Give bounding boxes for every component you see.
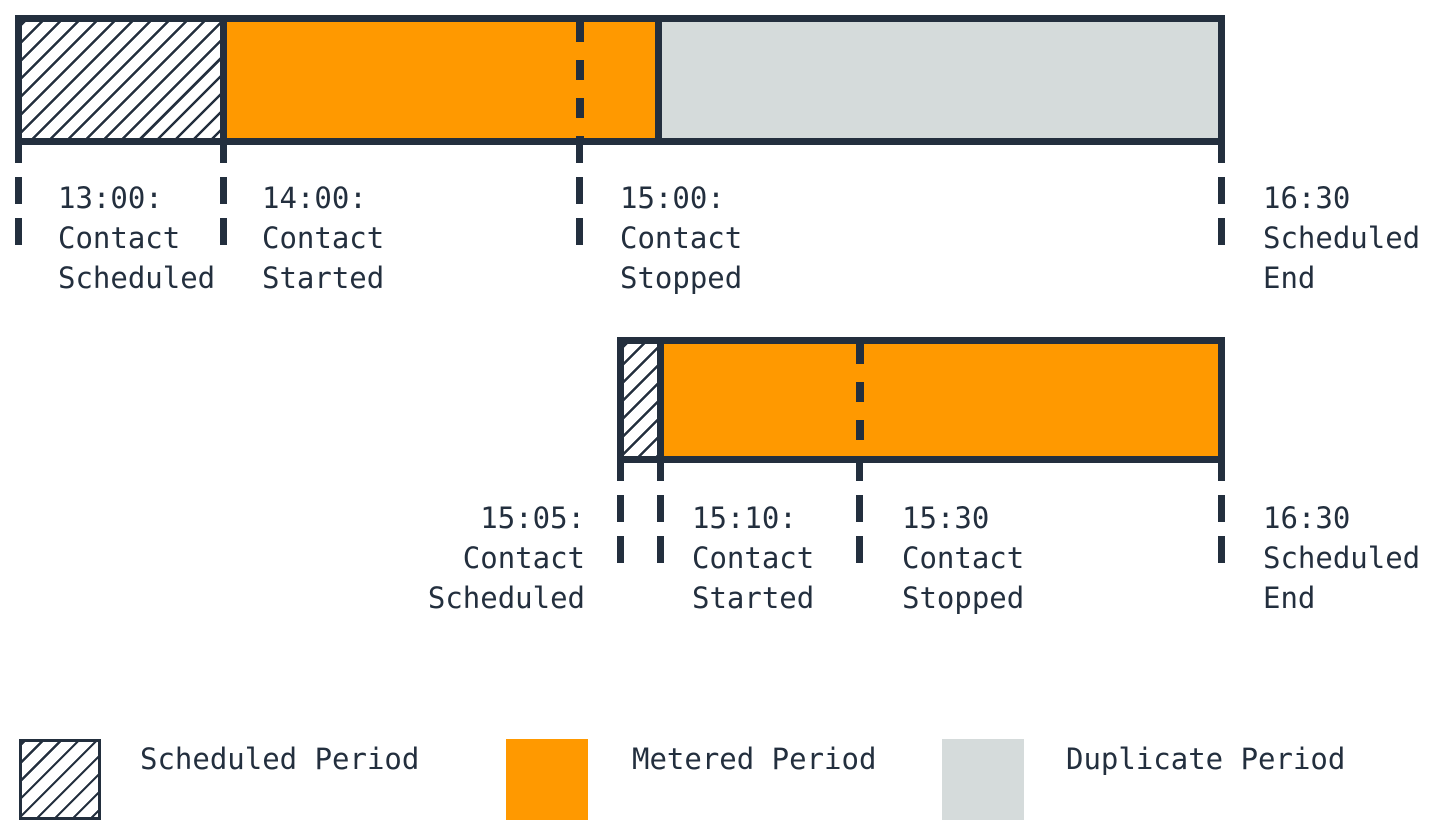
contact2-start-divider xyxy=(657,344,664,456)
label-line2: Contact xyxy=(902,541,1025,575)
label-line3: Stopped xyxy=(620,261,743,295)
contact1-duplicate-period-segment xyxy=(662,22,1218,138)
label-line3: Scheduled xyxy=(58,261,216,295)
label-time: 16:30 xyxy=(1263,181,1351,215)
label-line3: End xyxy=(1263,581,1316,615)
label-line2: Scheduled xyxy=(1263,221,1421,255)
contact2-scheduled-period-segment xyxy=(624,344,657,456)
contact1-tick-stopped xyxy=(576,145,583,245)
contact1-tick-scheduled xyxy=(15,145,22,245)
label-line2: Contact xyxy=(462,541,585,575)
legend-label-metered-period: Metered Period xyxy=(632,742,877,776)
label-line3: Stopped xyxy=(902,581,1025,615)
contact1-tick-scheduled-end xyxy=(1218,145,1225,245)
contact2-tick-scheduled xyxy=(617,463,624,563)
contact1-start-divider xyxy=(220,22,227,138)
contact2-stop-dashed-marker xyxy=(856,344,864,456)
label-line2: Contact xyxy=(262,221,385,255)
contact2-timeline-bar xyxy=(617,337,1225,463)
contact1-stop-dashed-marker xyxy=(576,22,584,138)
contact2-label-started: 15:10: Contact Started xyxy=(692,498,814,618)
label-line3: Started xyxy=(262,261,385,295)
label-time: 16:30 xyxy=(1263,501,1351,535)
legend-swatch-scheduled-period xyxy=(19,739,101,820)
legend-label-scheduled-period: Scheduled Period xyxy=(140,742,420,776)
contact2-metered-period-segment xyxy=(664,344,1218,456)
contact1-tick-started xyxy=(220,145,227,245)
contact2-label-stopped: 15:30 Contact Stopped xyxy=(902,498,1024,618)
contact1-duplicate-divider xyxy=(655,22,662,138)
label-line2: Contact xyxy=(58,221,181,255)
label-line2: Scheduled xyxy=(1263,541,1421,575)
label-line3: Started xyxy=(692,581,815,615)
label-time: 15:30 xyxy=(902,501,990,535)
contact1-timeline-bar xyxy=(15,15,1225,145)
contact1-metered-period-segment xyxy=(227,22,655,138)
contact2-label-scheduled: 15:05: Contact Scheduled xyxy=(355,498,585,618)
contact2-label-scheduled-end: 16:30 Scheduled End xyxy=(1263,498,1420,618)
contact2-tick-started xyxy=(657,463,664,563)
contact1-label-stopped: 15:00: Contact Stopped xyxy=(620,178,742,298)
contact2-tick-scheduled-end xyxy=(1218,463,1225,563)
contact1-scheduled-period-segment xyxy=(22,22,220,138)
label-time: 14:00: xyxy=(262,181,367,215)
legend-swatch-metered-period xyxy=(506,739,588,820)
legend-swatch-duplicate-period xyxy=(942,739,1024,820)
label-time: 15:05: xyxy=(480,501,585,535)
contact1-label-started: 14:00: Contact Started xyxy=(262,178,384,298)
label-time: 15:10: xyxy=(692,501,797,535)
label-line3: Scheduled xyxy=(427,581,585,615)
label-line2: Contact xyxy=(620,221,743,255)
legend-label-duplicate-period: Duplicate Period xyxy=(1066,742,1346,776)
contact1-label-scheduled: 13:00: Contact Scheduled xyxy=(58,178,215,298)
label-time: 15:00: xyxy=(620,181,725,215)
contact2-tick-stopped xyxy=(856,463,863,563)
label-time: 13:00: xyxy=(58,181,163,215)
contact1-label-scheduled-end: 16:30 Scheduled End xyxy=(1263,178,1420,298)
label-line3: End xyxy=(1263,261,1316,295)
label-line2: Contact xyxy=(692,541,815,575)
